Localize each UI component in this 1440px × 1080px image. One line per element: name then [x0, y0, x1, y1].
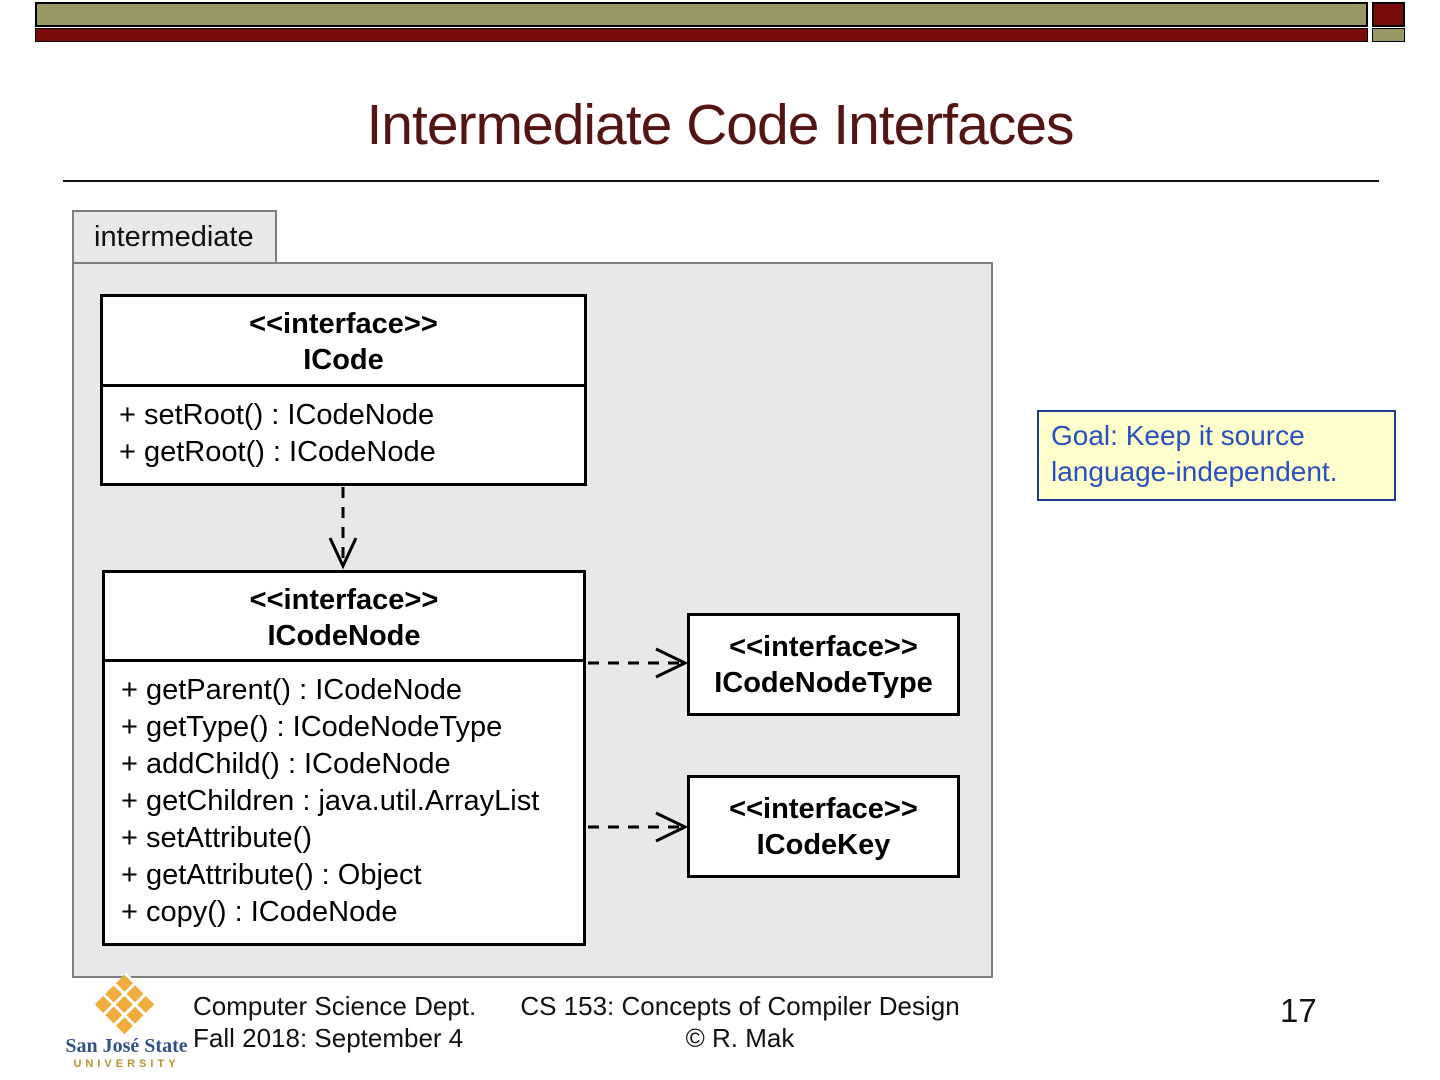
sjsu-diamond-icon — [94, 972, 159, 1037]
footer-course-line2: © R. Mak — [685, 1023, 795, 1053]
top-bar-olive — [35, 2, 1368, 27]
method-item: + addChild() : ICodeNode — [121, 748, 451, 780]
top-corner-square-red — [1372, 2, 1405, 27]
icodenodetype-name: ICodeNodeType — [714, 666, 933, 699]
footer-dept-line2: Fall 2018: September 4 — [193, 1023, 464, 1053]
top-corner-square-olive — [1372, 28, 1405, 42]
logo-university: UNIVERSITY — [73, 1058, 180, 1070]
title-divider — [63, 180, 1379, 182]
method-item: + getType() : ICodeNodeType — [121, 711, 503, 743]
sjsu-logo: San José State UNIVERSITY — [64, 972, 189, 1070]
footer-course-line1: CS 153: Concepts of Compiler Design — [520, 991, 960, 1021]
icodenode-name: ICodeNode — [267, 620, 421, 652]
page-number: 17 — [1280, 992, 1317, 1029]
logo-name: San José State — [65, 1035, 188, 1057]
icodekey-stereotype: <<interface>> — [729, 792, 918, 825]
method-item: + setAttribute() — [121, 822, 312, 854]
icodekey-name: ICodeKey — [756, 828, 891, 861]
class-box-icode: <<interface>> ICode + setRoot() : ICodeN… — [100, 294, 587, 486]
class-box-icodenodetype: <<interface>> ICodeNodeType — [687, 613, 960, 716]
method-item: + getParent() : ICodeNode — [121, 674, 462, 706]
class-box-icodekey: <<interface>> ICodeKey — [687, 775, 960, 878]
package-tab: intermediate — [72, 210, 277, 263]
icode-name: ICode — [303, 344, 384, 376]
icodenode-stereotype: <<interface>> — [249, 584, 439, 616]
footer-dept: Computer Science Dept. Fall 2018: Septem… — [193, 990, 476, 1054]
method-item: + getRoot() : ICodeNode — [119, 436, 436, 468]
icodenodetype-stereotype: <<interface>> — [729, 630, 918, 663]
method-item: + copy() : ICodeNode — [121, 896, 398, 928]
icode-stereotype: <<interface>> — [249, 308, 438, 340]
top-bar-red — [35, 28, 1368, 42]
footer-course: CS 153: Concepts of Compiler Design © R.… — [470, 990, 1010, 1054]
method-item: + getAttribute() : Object — [121, 859, 422, 891]
note-text: Goal: Keep it source language-independen… — [1051, 420, 1338, 487]
footer-dept-line1: Computer Science Dept. — [193, 991, 477, 1021]
note-box: Goal: Keep it source language-independen… — [1037, 410, 1396, 501]
method-item: + setRoot() : ICodeNode — [119, 399, 435, 431]
page-title: Intermediate Code Interfaces — [366, 93, 1074, 157]
method-item: + getChildren : java.util.ArrayList — [121, 785, 540, 817]
class-box-icodenode: <<interface>> ICodeNode + getParent() : … — [102, 570, 586, 946]
package-tab-label: intermediate — [94, 221, 254, 253]
